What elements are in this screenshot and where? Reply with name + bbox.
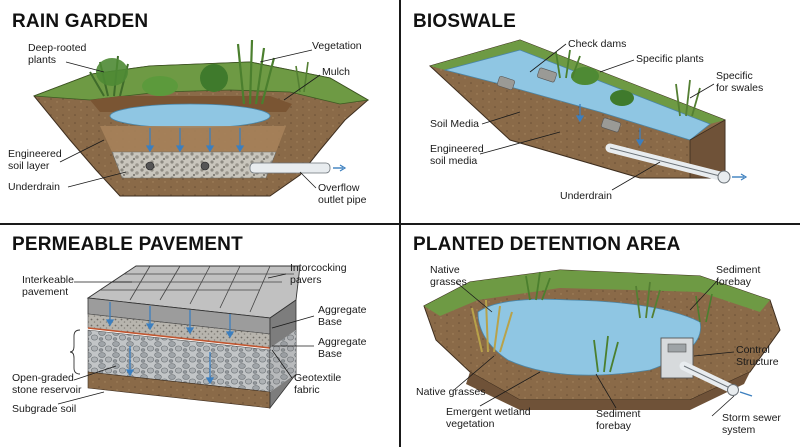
leader-lines bbox=[57, 43, 735, 417]
bioswale-title: BIOSWALE bbox=[413, 11, 516, 32]
label-check-dams: Check dams bbox=[568, 38, 627, 50]
label-native-grasses-bottom: Native grasses bbox=[416, 386, 486, 398]
label-vegetation: Vegetation bbox=[312, 40, 362, 52]
permeable-pavement-title: PERMEABLE PAVEMENT bbox=[12, 234, 243, 255]
label-subgrade-soil: Subgrade soil bbox=[12, 403, 77, 415]
rain-garden-illustration bbox=[33, 39, 370, 197]
planted-detention-title: PLANTED DETENTION AREA bbox=[413, 234, 681, 255]
rain-garden-title: RAIN GARDEN bbox=[12, 11, 149, 32]
permeable-pavement-illustration bbox=[69, 265, 301, 410]
label-specific-plants: Specific plants bbox=[636, 53, 704, 65]
horizontal-divider bbox=[0, 223, 800, 225]
label-bioswale-underdrain: Underdrain bbox=[560, 190, 612, 202]
bioswale-illustration bbox=[429, 39, 748, 184]
label-soil-media: Soil Media bbox=[430, 118, 480, 130]
label-underdrain: Underdrain bbox=[8, 181, 60, 193]
planted-detention-illustration bbox=[423, 269, 781, 410]
label-mulch: Mulch bbox=[322, 66, 351, 78]
